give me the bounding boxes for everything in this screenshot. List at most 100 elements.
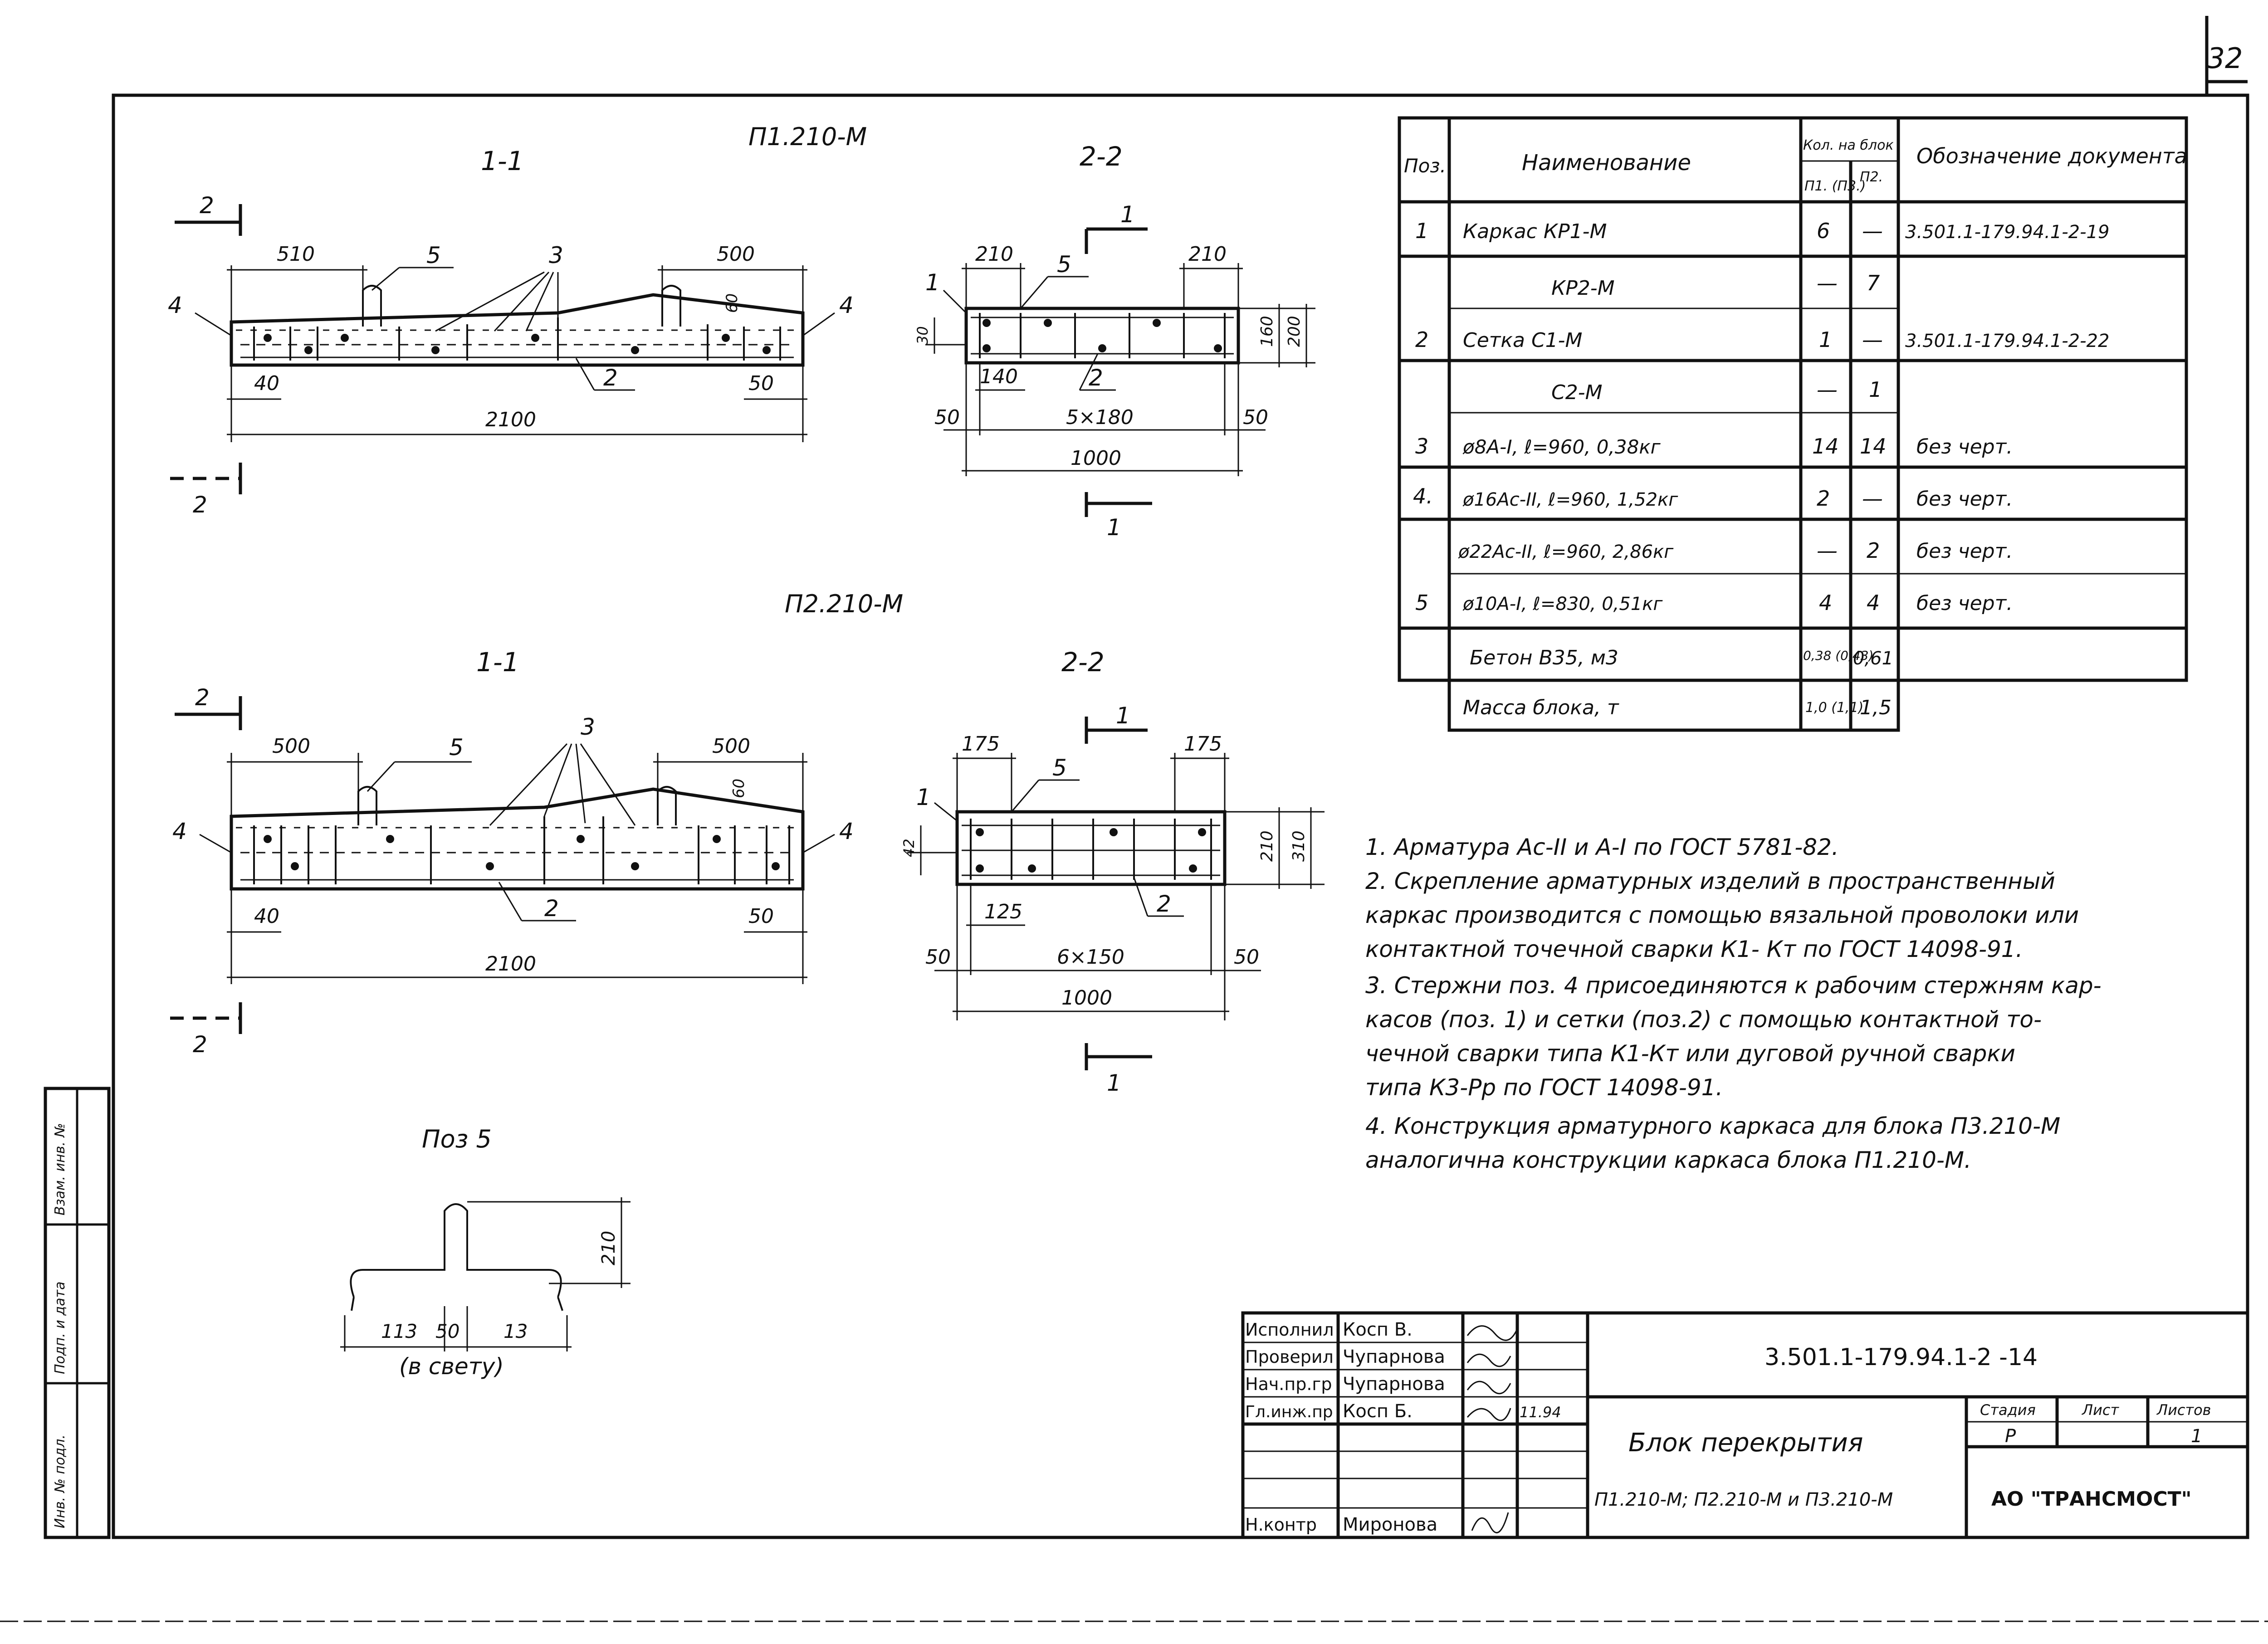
svg-text:1000: 1000	[1070, 447, 1121, 470]
svg-text:Наименование: Наименование	[1522, 150, 1691, 176]
svg-text:11.94: 11.94	[1520, 1404, 1561, 1421]
svg-text:3: 3	[1415, 434, 1428, 459]
svg-text:П1. (П3.): П1. (П3.)	[1804, 178, 1866, 194]
svg-text:1: 1	[925, 269, 940, 296]
svg-text:210: 210	[598, 1231, 619, 1265]
svg-text:без черт.: без черт.	[1916, 540, 2013, 563]
svg-text:1: 1	[1869, 377, 1882, 402]
svg-text:чечной сварки типа К1-Кт или д: чечной сварки типа К1-Кт или дуговой руч…	[1365, 1040, 2015, 1067]
p1-beam-11: 510 500 60 40 50 2100 5 3 4 4	[168, 242, 854, 442]
svg-text:1. Арматура Ас-II и А-I по ГОС: 1. Арматура Ас-II и А-I по ГОСТ 5781-82.	[1365, 834, 1839, 860]
svg-text:175: 175	[962, 732, 1000, 756]
svg-text:510: 510	[277, 243, 315, 266]
svg-text:(в свету): (в свету)	[399, 1353, 504, 1380]
side-stamp: Инв. № подл. Подп. и дата Взам. инв. №	[44, 1087, 111, 1539]
svg-text:без черт.: без черт.	[1916, 435, 2013, 459]
svg-text:210: 210	[1258, 830, 1276, 862]
svg-text:1,0 (1,1): 1,0 (1,1)	[1805, 700, 1863, 716]
svg-text:50: 50	[1243, 406, 1268, 429]
svg-text:С2-М: С2-М	[1551, 381, 1603, 404]
svg-text:5: 5	[1057, 251, 1071, 278]
drawing-p1: П1.210-М 1-1 2-2 2 2	[168, 122, 1315, 541]
svg-text:1: 1	[1107, 514, 1121, 541]
stamp-inv: Инв. № подл.	[52, 1434, 68, 1528]
svg-text:Чупарнова: Чупарнова	[1343, 1346, 1445, 1367]
svg-text:Стадия: Стадия	[1980, 1401, 2036, 1419]
svg-text:2: 2	[195, 684, 210, 711]
svg-text:5×180: 5×180	[1066, 406, 1134, 429]
svg-text:2: 2	[193, 1031, 207, 1058]
svg-text:2: 2	[1157, 891, 1171, 917]
page-number: 32	[2207, 42, 2243, 75]
poz5-title: Поз 5	[422, 1125, 492, 1153]
svg-text:без черт.: без черт.	[1916, 488, 2013, 511]
svg-text:2: 2	[544, 895, 559, 922]
svg-text:6: 6	[1817, 219, 1830, 243]
svg-text:0,61: 0,61	[1853, 648, 1893, 669]
svg-text:175: 175	[1184, 732, 1222, 756]
p2-section-22: 2-2	[1061, 647, 1105, 678]
p2-title: П2.210-М	[785, 590, 903, 618]
svg-text:500: 500	[717, 243, 755, 266]
svg-text:6×150: 6×150	[1057, 946, 1124, 969]
svg-text:Исполнил: Исполнил	[1245, 1320, 1334, 1340]
p2-beam-11: 500 500 60 40 50 2100 5 3 4 4	[172, 714, 854, 984]
svg-text:3: 3	[549, 242, 563, 268]
svg-text:П2.: П2.	[1860, 169, 1883, 185]
svg-text:аналогична конструкции каркаса: аналогична конструкции каркаса блока П1.…	[1365, 1147, 1971, 1173]
p2-section-11: 1-1	[476, 647, 519, 678]
svg-text:Обозначение документа: Обозначение документа	[1916, 144, 2187, 168]
svg-text:4: 4	[1867, 590, 1880, 615]
svg-text:Косп В.: Косп В.	[1343, 1319, 1413, 1340]
p2-section-22: 1 1 175 175	[900, 702, 1325, 1096]
svg-text:—: —	[1862, 327, 1883, 352]
svg-text:50: 50	[748, 905, 774, 928]
svg-text:14: 14	[1812, 434, 1839, 459]
p1-title: П1.210-М	[748, 122, 867, 151]
title-block: Исполнил Проверил Нач.пр.гр Гл.инж.пр Н.…	[1241, 1311, 2249, 1539]
svg-text:2: 2	[200, 192, 214, 219]
svg-text:1: 1	[916, 784, 931, 810]
svg-text:контактной точечной сварки К1-: контактной точечной сварки К1- Кт по ГОС…	[1365, 936, 2023, 962]
svg-text:2: 2	[1867, 538, 1880, 563]
svg-text:П1.210-М; П2.210-М и П3.210-М: П1.210-М; П2.210-М и П3.210-М	[1594, 1489, 1893, 1510]
svg-text:Миронова: Миронова	[1343, 1514, 1437, 1535]
svg-text:3.501.1-179.94.1-2-19: 3.501.1-179.94.1-2-19	[1905, 222, 2109, 243]
svg-text:4. Конструкция арматурного кар: 4. Конструкция арматурного каркаса для б…	[1365, 1113, 2060, 1139]
svg-text:50: 50	[435, 1320, 459, 1342]
svg-text:Листов: Листов	[2156, 1401, 2211, 1419]
svg-text:—: —	[1817, 538, 1838, 563]
p1-section-11: 1-1	[481, 146, 524, 176]
svg-text:3. Стержни поз. 4 присоединяют: 3. Стержни поз. 4 присоединяются к рабоч…	[1365, 972, 2102, 999]
svg-text:—: —	[1862, 219, 1883, 243]
svg-text:50: 50	[934, 406, 960, 429]
svg-text:2: 2	[193, 492, 207, 518]
svg-text:1000: 1000	[1061, 986, 1112, 1010]
svg-text:1: 1	[1116, 702, 1130, 729]
svg-text:30: 30	[914, 326, 931, 345]
svg-text:—: —	[1817, 377, 1838, 402]
svg-text:1,5: 1,5	[1860, 696, 1892, 719]
svg-text:4: 4	[839, 292, 854, 318]
svg-text:140: 140	[980, 365, 1018, 388]
svg-text:4: 4	[172, 818, 187, 844]
svg-text:ø16Ас-II, ℓ=960, 1,52кг: ø16Ас-II, ℓ=960, 1,52кг	[1462, 489, 1678, 510]
p1-section-22: 1 1 210 210	[914, 201, 1315, 541]
svg-text:3.501.1-179.94.1-2-22: 3.501.1-179.94.1-2-22	[1905, 331, 2109, 351]
svg-text:125: 125	[984, 900, 1022, 923]
spec-table: Поз. Наименование Кол. на блок П1. (П3.)…	[1398, 116, 2188, 732]
svg-text:Нач.пр.гр: Нач.пр.гр	[1245, 1374, 1332, 1394]
svg-text:—: —	[1862, 486, 1883, 511]
svg-text:Сетка С1-М: Сетка С1-М	[1463, 329, 1583, 352]
svg-text:500: 500	[272, 735, 310, 758]
stamp-replace: Взам. инв. №	[52, 1123, 68, 1215]
organization: АО "ТРАНСМОСТ"	[1991, 1488, 2192, 1511]
svg-text:Блок перекрытия: Блок перекрытия	[1628, 1428, 1863, 1458]
svg-text:5: 5	[449, 734, 464, 761]
svg-text:7: 7	[1867, 271, 1880, 295]
svg-text:1: 1	[1415, 219, 1428, 243]
svg-text:1: 1	[1819, 327, 1832, 352]
svg-text:ø10А-I, ℓ=830, 0,51кг: ø10А-I, ℓ=830, 0,51кг	[1462, 594, 1663, 615]
p1-section-22: 2-2	[1080, 141, 1123, 172]
